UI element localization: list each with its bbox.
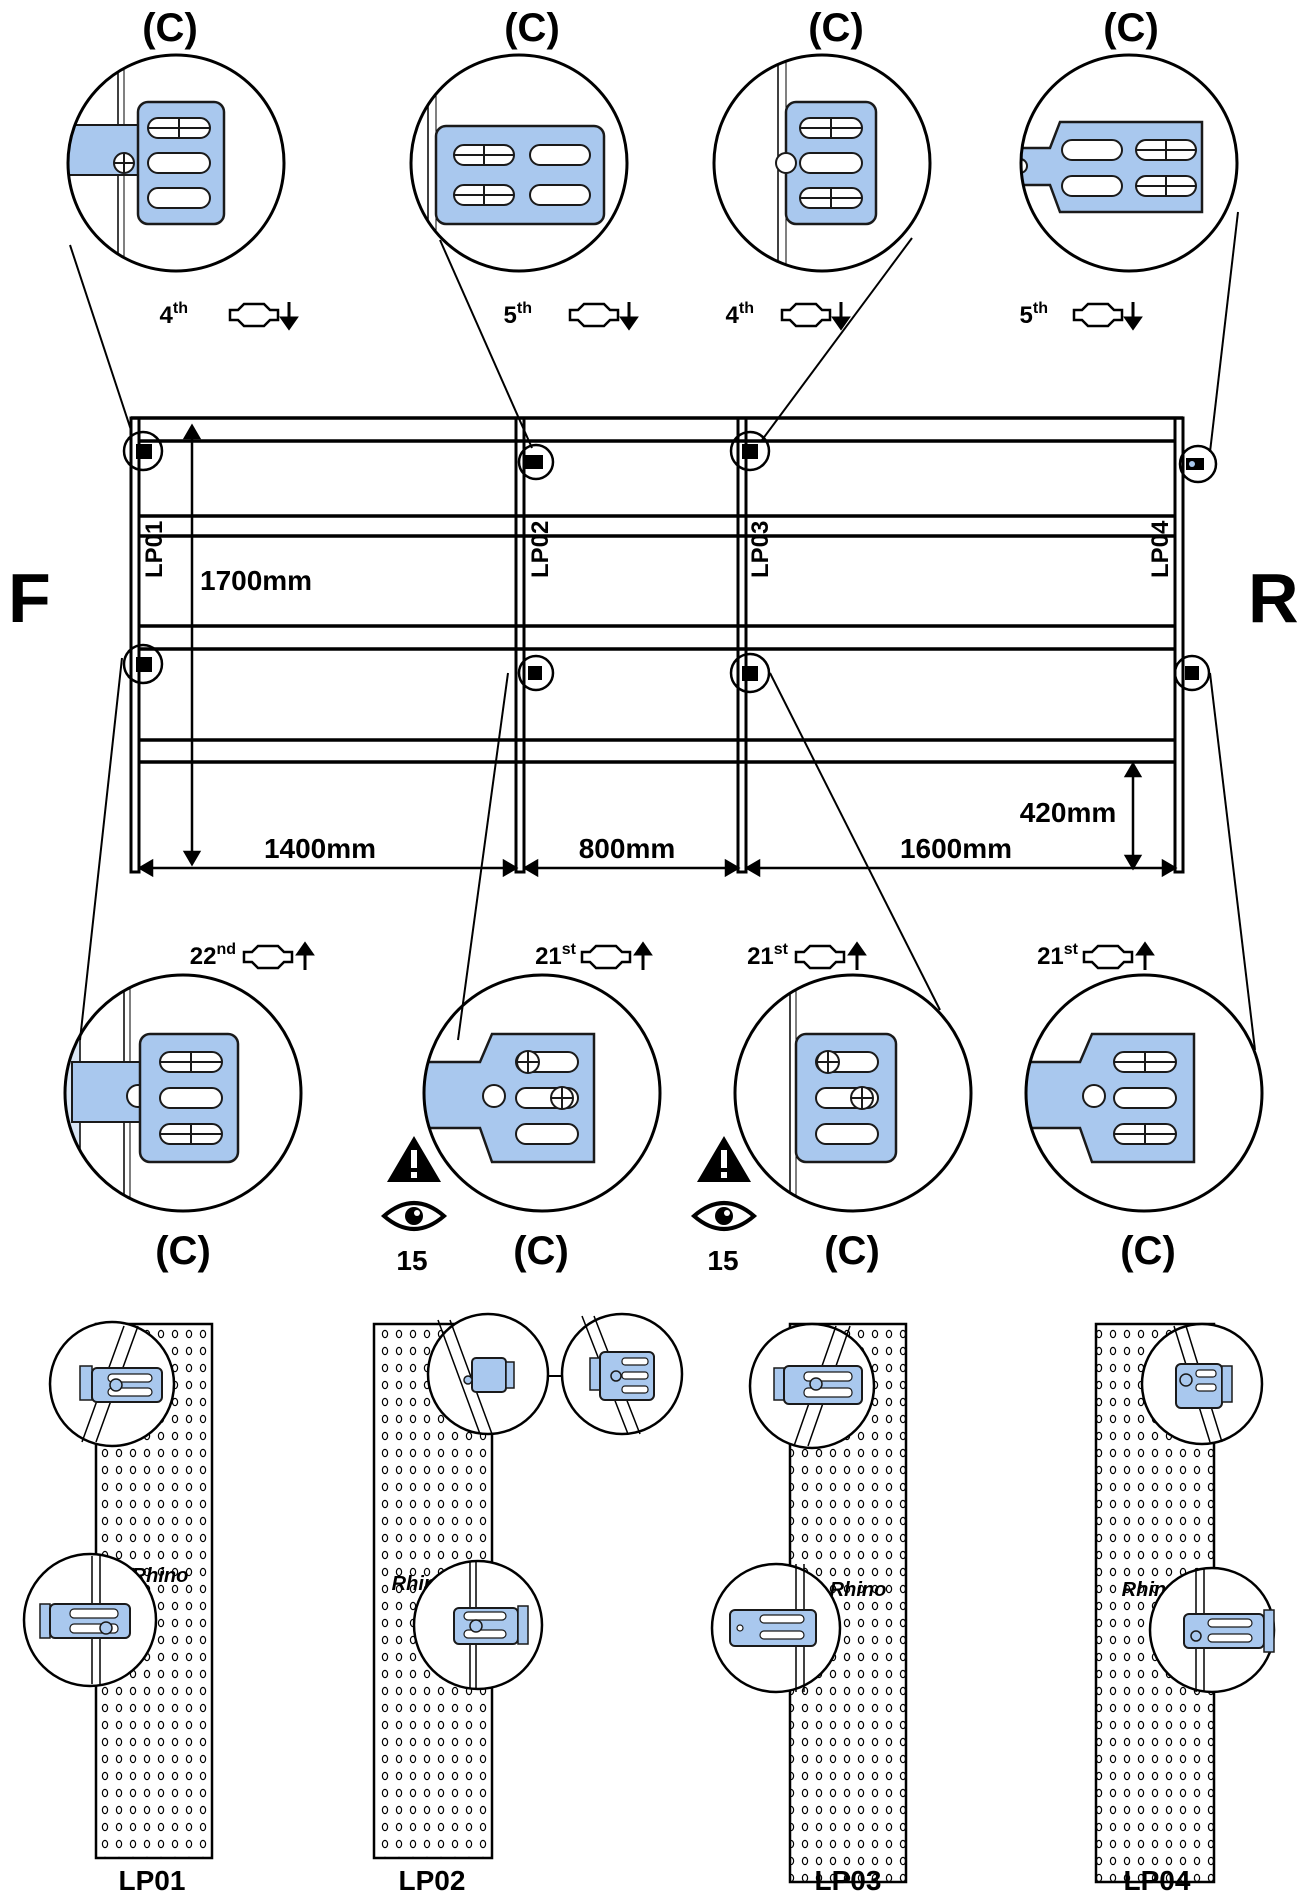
leader-lines <box>69 211 1256 1051</box>
detail-marker-bottom-2: (C) <box>513 1229 569 1273</box>
warning-count-1: 15 <box>396 1245 427 1276</box>
front-label: F <box>8 559 51 637</box>
top-notation-lp02: 5th <box>504 300 639 331</box>
post-strip-lp01: Rhino LP01 <box>22 1320 214 1894</box>
brand-mark: Rhino <box>830 1579 887 1601</box>
top-detail-lp04 <box>1019 53 1239 273</box>
bottom-notation-lp04: 21st <box>1037 941 1155 970</box>
post-strip-lp04: Rhino LP04 <box>1094 1322 1276 1894</box>
dimension-bay3: 1600mm <box>900 833 1012 864</box>
rear-label: R <box>1248 559 1299 637</box>
post-label-lp04: LP04 <box>1124 1865 1191 1894</box>
svg-text:21st: 21st <box>535 941 577 970</box>
hole-slot-icon <box>228 302 280 328</box>
bottom-notation-lp01: 22nd <box>190 941 315 970</box>
top-detail-lp01 <box>66 53 286 273</box>
arrow-up-icon <box>633 941 653 970</box>
dimension-clearance: 420mm <box>1020 797 1117 828</box>
eye-icon <box>380 1201 448 1231</box>
warning-2: 15 <box>690 1136 758 1276</box>
arrow-up-icon <box>1135 941 1155 970</box>
shelving-frame <box>129 416 1185 874</box>
arrow-down-icon <box>279 302 299 331</box>
arrow-up-icon <box>295 941 315 970</box>
bottom-detail-lp01 <box>63 973 303 1213</box>
detail-marker-bottom-3: (C) <box>824 1229 880 1273</box>
svg-text:22nd: 22nd <box>190 941 236 970</box>
arrow-down-icon <box>1123 302 1143 331</box>
warning-count-2: 15 <box>707 1245 738 1276</box>
post-lp03 <box>736 416 748 874</box>
bottom-detail-lp04 <box>1024 973 1264 1213</box>
post-label-lp03: LP03 <box>815 1865 882 1894</box>
detail-marker-top-1: (C) <box>142 6 198 50</box>
eye-icon <box>690 1201 758 1231</box>
top-notation-lp04: 5th <box>1020 300 1143 331</box>
top-detail-lp03 <box>712 53 932 273</box>
post-label-lp03-frame: LP03 <box>747 521 774 578</box>
svg-text:4th: 4th <box>726 300 754 329</box>
hole-slot-icon <box>580 944 632 970</box>
post-label-lp04-frame: LP04 <box>1147 520 1174 578</box>
warning-1: 15 <box>380 1136 448 1276</box>
hole-slot-icon <box>242 944 294 970</box>
arrow-down-icon <box>619 302 639 331</box>
svg-text:4th: 4th <box>160 300 188 329</box>
post-label-lp01: LP01 <box>119 1865 186 1894</box>
bottom-detail-lp03 <box>733 973 973 1213</box>
top-notation-lp03: 4th <box>726 300 851 331</box>
dimension-bay2: 800mm <box>579 833 676 864</box>
top-detail-lp02 <box>409 53 629 273</box>
bottom-notation-lp03: 21st <box>747 941 867 970</box>
post-label-lp01-frame: LP01 <box>141 521 168 578</box>
svg-text:21st: 21st <box>747 941 789 970</box>
dimension-bay1: 1400mm <box>264 833 376 864</box>
detail-marker-bottom-1: (C) <box>155 1229 211 1273</box>
arrow-up-icon <box>847 941 867 970</box>
hole-slot-icon <box>1072 302 1124 328</box>
post-lp04 <box>1173 416 1185 874</box>
brand-mark: Rhino <box>132 1565 189 1587</box>
post-lp02 <box>514 416 526 874</box>
hole-slot-icon <box>780 302 832 328</box>
dimension-lines <box>137 423 1178 878</box>
detail-marker-top-2: (C) <box>504 6 560 50</box>
detail-marker-top-3: (C) <box>808 6 864 50</box>
arrow-down-icon <box>831 302 851 331</box>
svg-text:5th: 5th <box>1020 300 1048 329</box>
bottom-detail-lp02 <box>422 973 662 1213</box>
post-label-lp02: LP02 <box>399 1865 466 1894</box>
detail-marker-bottom-4: (C) <box>1120 1229 1176 1273</box>
hole-slot-icon <box>568 302 620 328</box>
dimension-height: 1700mm <box>200 565 312 596</box>
post-strip-lp03: Rhino LP03 <box>710 1322 908 1894</box>
detail-marker-top-4: (C) <box>1103 6 1159 50</box>
post-label-lp02-frame: LP02 <box>527 521 554 578</box>
frame-connector-markers <box>122 430 1218 694</box>
bottom-notation-lp02: 21st <box>535 941 653 970</box>
hole-slot-icon <box>794 944 846 970</box>
post-strip-lp02: Rhino <box>372 1312 684 1894</box>
svg-text:21st: 21st <box>1037 941 1079 970</box>
hole-slot-icon <box>1082 944 1134 970</box>
top-notation-lp01: 4th <box>160 300 299 331</box>
svg-text:5th: 5th <box>504 300 532 329</box>
